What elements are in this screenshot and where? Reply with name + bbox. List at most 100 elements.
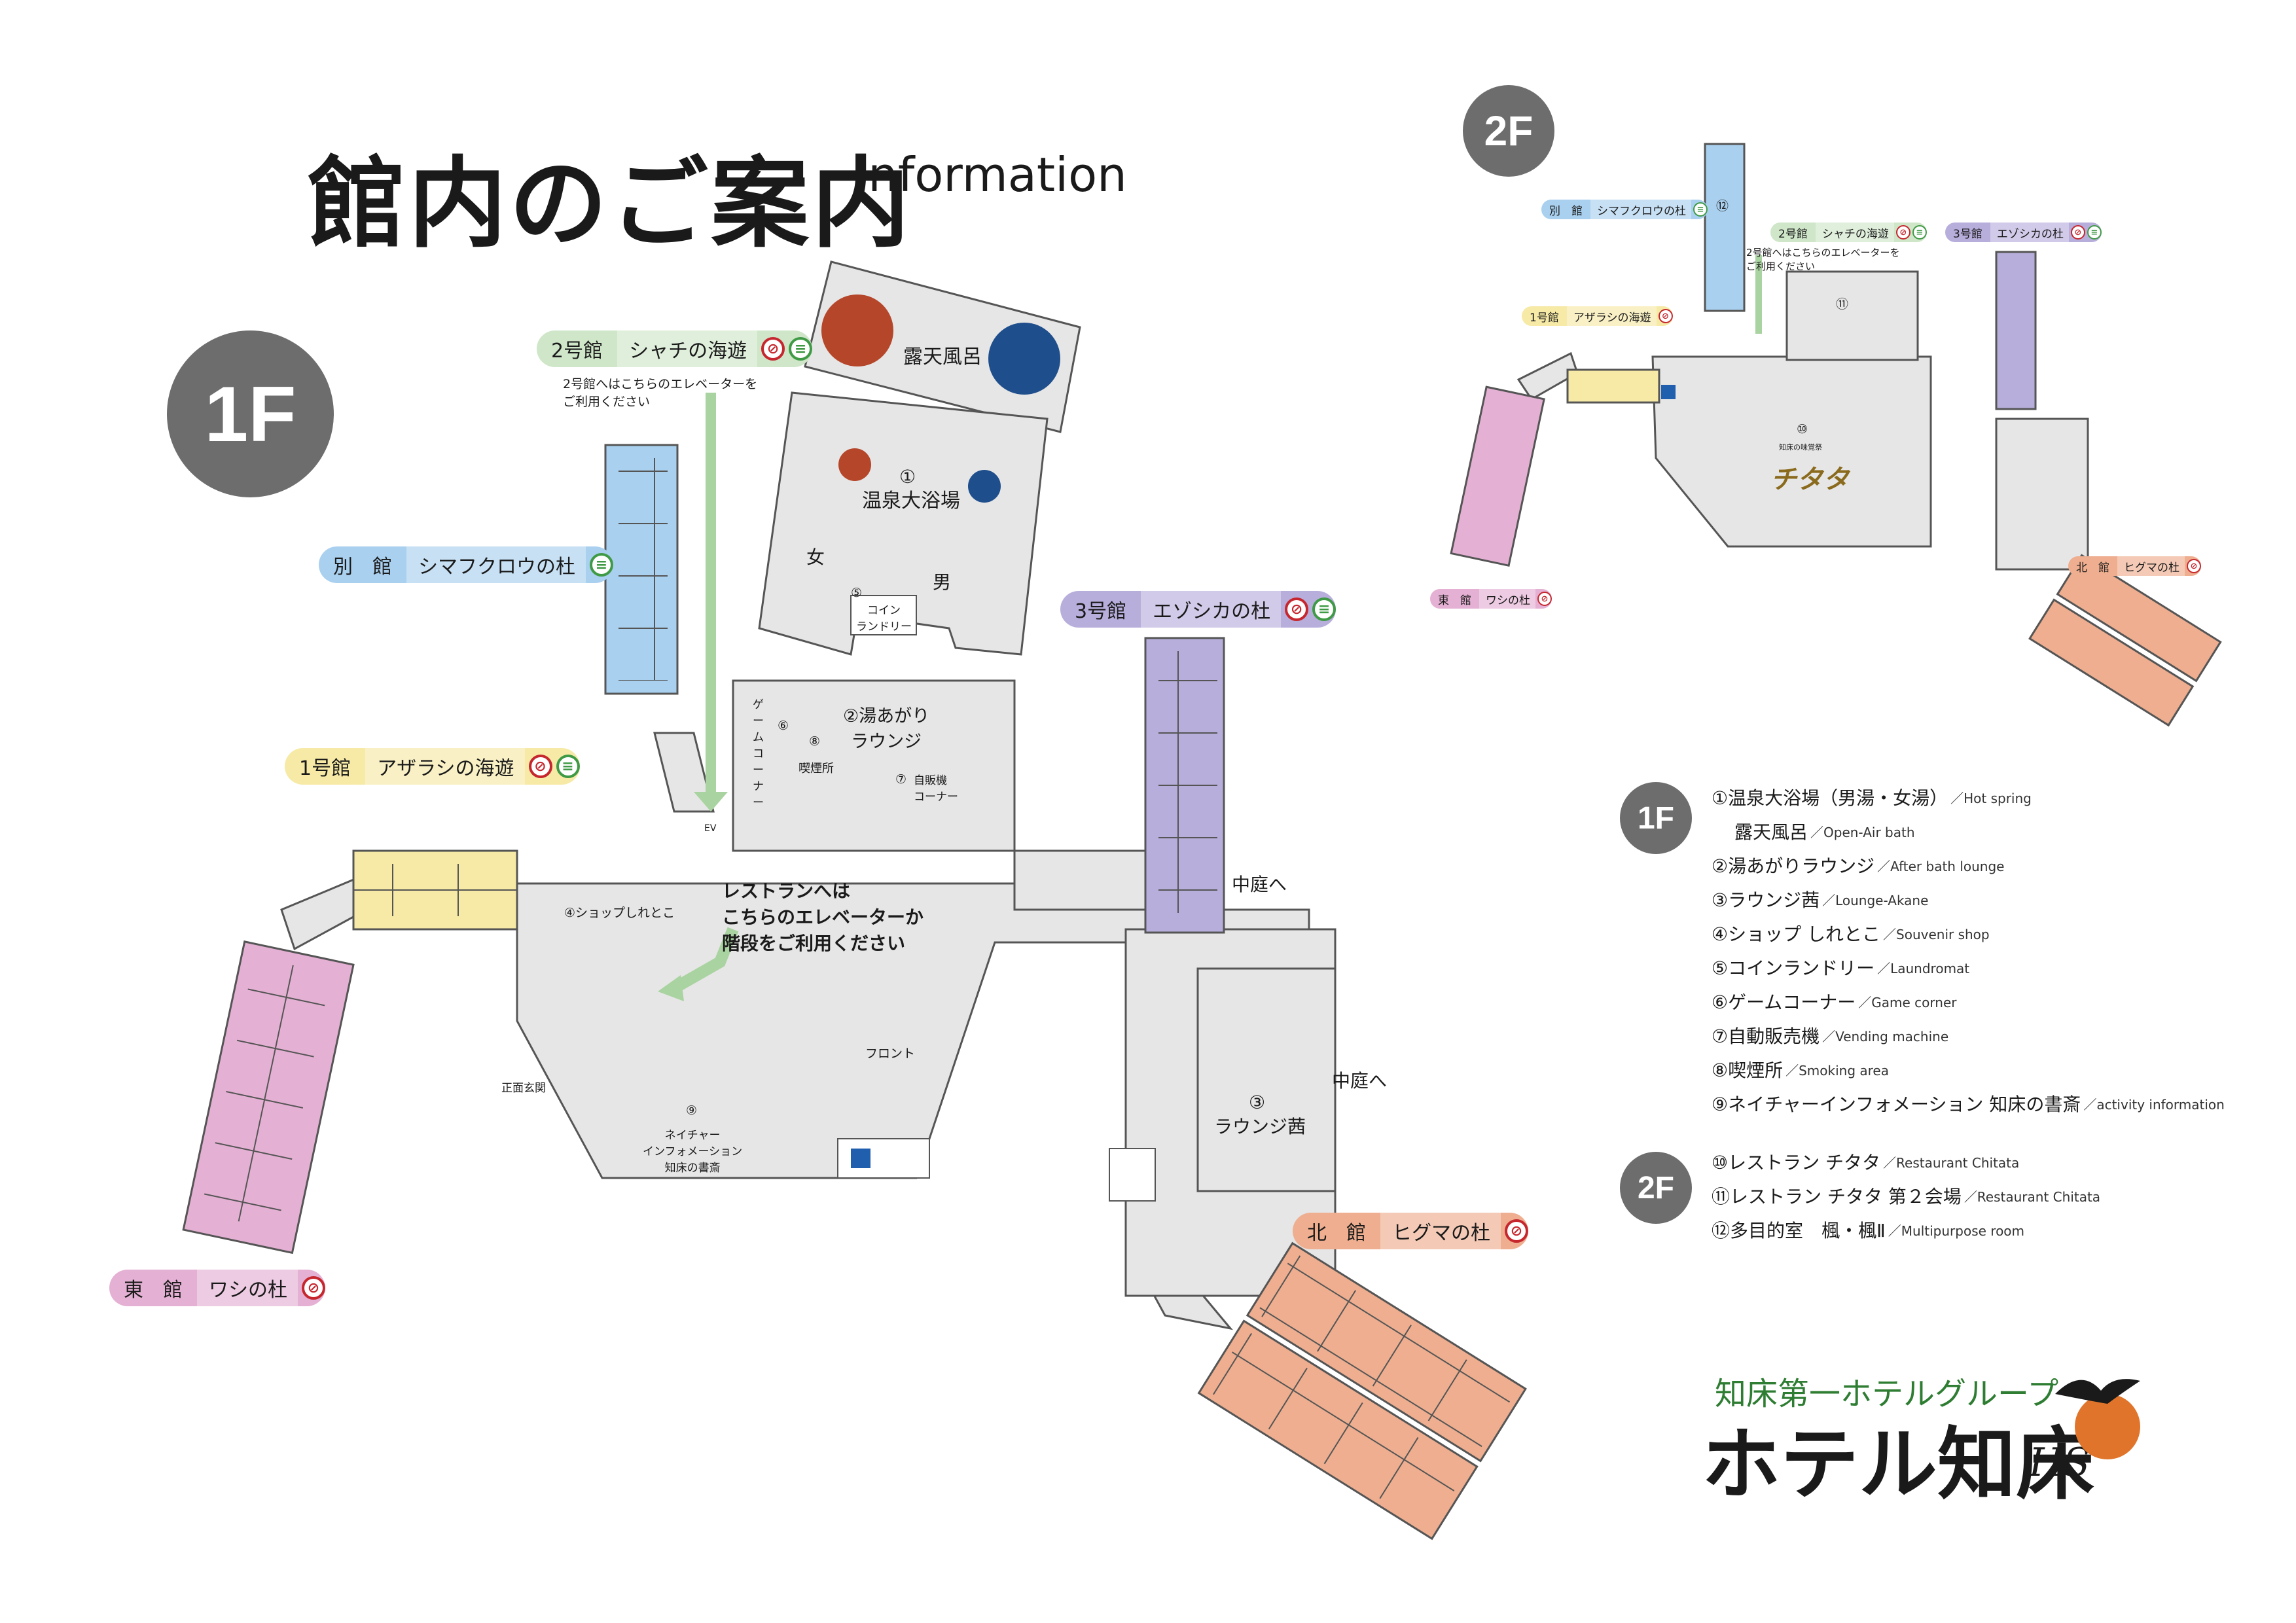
legend-item: ⑩レストラン チタタ／Restaurant Chitata — [1712, 1149, 2019, 1175]
label-game-no: ⑥ — [778, 719, 789, 733]
legend-item: ⑤コインランドリー／Laundromat — [1712, 954, 1969, 980]
toilet-icon — [880, 1149, 900, 1168]
tag-1f-annex: 別 館シマフクロウの杜 ≡ — [319, 546, 613, 583]
label-women: 女 — [806, 546, 825, 568]
floor-area-1f — [280, 679, 1336, 1330]
smoking-icon: ≡ — [2087, 225, 2102, 240]
tag-1f-north: 北 館ヒグマの杜 ⊘ — [1293, 1213, 1528, 1249]
label-smoking: 喫煙所 — [798, 762, 834, 776]
legend-item-en: ／activity information — [2083, 1096, 2225, 1113]
legend-item: 露天風呂／Open-Air bath — [1734, 818, 1915, 844]
label-onsen-no: ① — [899, 466, 916, 488]
legend-item-label: ⑥ゲームコーナー — [1712, 991, 1856, 1013]
legend-item: ③ラウンジ茜／Lounge-Akane — [1712, 886, 1928, 912]
note-elevator-2f: 2号館へはこちらのエレベーターを ご利用ください — [1746, 247, 1900, 272]
note-elevator-1f: 2号館へはこちらのエレベーターを ご利用ください — [563, 377, 758, 409]
no-smoking-icon: ⊘ — [761, 337, 785, 361]
restaurant-guide-arrowhead — [658, 975, 684, 1001]
men-bath-icon — [968, 470, 1001, 503]
floor-badge-1f: 1F — [167, 330, 334, 497]
building-1-rooms — [353, 864, 517, 916]
label-courtyard-1: 中庭へ — [1232, 874, 1287, 895]
tag-2f-east: 東 館ワシの杜 ⊘ — [1430, 589, 1552, 609]
legend-item-label: ⑤コインランドリー — [1712, 957, 1875, 979]
east-building-2f — [1450, 385, 1545, 567]
north-building — [1197, 1241, 1527, 1541]
no-smoking-icon: ⊘ — [1895, 225, 1910, 240]
legend-item: ⑧喫煙所／Smoking area — [1712, 1056, 1889, 1082]
no-smoking-icon: ⊘ — [2070, 225, 2085, 240]
legend-item: ④ショップ しれとこ／Souvenir shop — [1712, 920, 1990, 946]
label-2f-restaurant-logo: チタタ — [1770, 465, 1849, 495]
legend-item-label: ①温泉大浴場（男湯・女湯） — [1712, 787, 1948, 809]
men-bath-emblem — [988, 323, 1060, 395]
legend-item: ⑨ネイチャーインフォメーション 知床の書斎／activity informati… — [1712, 1090, 2225, 1116]
label-laundry-no: ⑤ — [851, 586, 863, 600]
smoking-icon: ≡ — [556, 755, 580, 778]
annex-rooms — [619, 458, 668, 681]
legend-item-en: ／Restaurant Chitata — [1883, 1154, 2020, 1171]
legend-item-en: ／Multipurpose room — [1888, 1222, 2025, 1239]
label-2f-r10: ⑩ — [1797, 422, 1808, 437]
legend-item-en: ／After bath lounge — [1877, 858, 2005, 874]
legend-item-label: ⑦自動販売機 — [1712, 1026, 1820, 1047]
legend-item: ①温泉大浴場（男湯・女湯）／Hot spring — [1712, 784, 2032, 810]
elevator-guide-arrow-2f — [1755, 255, 1762, 334]
no-smoking-icon: ⊘ — [1658, 309, 1673, 323]
legend-item-en: ／Hot spring — [1950, 790, 2032, 806]
label-laundry: コイン ランドリー — [856, 604, 912, 633]
label-entrance: 正面玄関 — [501, 1082, 546, 1095]
tag-2f-north: 北 館ヒグマの杜 ⊘ — [2068, 556, 2201, 576]
legend-item-en: ／Vending machine — [1822, 1028, 1949, 1044]
legend-item: ⑪レストラン チタタ 第２会場／Restaurant Chitata — [1712, 1183, 2100, 1209]
label-onsen: 温泉大浴場 — [862, 490, 960, 512]
tag-1f-bldg1: 1号館アザラシの海遊 ⊘≡ — [285, 748, 580, 785]
page-title: 館内のご案内 — [308, 147, 913, 261]
legend-item-en: ／Souvenir shop — [1883, 926, 1990, 942]
building-3-rooms — [1158, 651, 1217, 913]
no-smoking-icon: ⊘ — [302, 1276, 325, 1300]
legend-item: ⑫多目的室 楓・楓Ⅱ／Multipurpose room — [1712, 1217, 2024, 1243]
no-smoking-icon: ⊘ — [1285, 597, 1309, 621]
legend-badge-2f: 2F — [1620, 1152, 1692, 1224]
label-akane-no: ③ — [1249, 1092, 1266, 1113]
tag-2f-annex: 別 館シマフクロウの杜 ≡ — [1541, 200, 1708, 219]
legend-item-en: ／Laundromat — [1877, 960, 1970, 976]
legend-badge-1f: 1F — [1620, 782, 1692, 854]
label-2f-r11: ⑪ — [1836, 297, 1849, 312]
tag-2f-bldg3: 3号館エゾシカの杜 ⊘≡ — [1945, 223, 2102, 242]
legend-item: ②湯あがりラウンジ／After bath lounge — [1712, 852, 2004, 878]
legend-item-en: ／Open-Air bath — [1810, 824, 1915, 840]
label-lounge-yu: ②湯あがり ラウンジ — [843, 706, 930, 752]
label-2f-restaurant-small: 知床の味覚祭 — [1779, 443, 1822, 452]
floor-badge-2f: 2F — [1463, 85, 1554, 177]
legend-item-label: ⑧喫煙所 — [1712, 1060, 1784, 1081]
legend-item-en: ／Game corner — [1858, 994, 1957, 1010]
legend-item: ⑥ゲームコーナー／Game corner — [1712, 988, 1956, 1014]
note-restaurant: レストランへは こちらのエレベーターか 階段をご利用ください — [722, 880, 924, 954]
label-nature-no: ⑨ — [686, 1103, 698, 1118]
legend-item-en: ／Smoking area — [1785, 1062, 1889, 1079]
legend-item-label: ③ラウンジ茜 — [1712, 889, 1820, 911]
legend-item-en: ／Lounge-Akane — [1822, 892, 1929, 908]
tag-1f-bldg2: 2号館シャチの海遊 ⊘≡ — [537, 330, 813, 367]
label-smoking-no: ⑧ — [809, 734, 821, 749]
building-3-2f — [1995, 251, 2037, 410]
women-bath-emblem — [821, 294, 893, 366]
elevator-guide-arrow — [706, 393, 716, 798]
label-ev: EV — [704, 823, 717, 834]
restaurant-guide-arrow — [671, 927, 739, 993]
no-smoking-icon: ⊘ — [1537, 592, 1552, 606]
tag-1f-east: 東 館ワシの杜 ⊘ — [109, 1270, 325, 1306]
legend-item-label: ⑫多目的室 楓・楓Ⅱ — [1712, 1220, 1886, 1241]
wheelchair-icon — [1661, 385, 1676, 399]
smoking-icon: ≡ — [1693, 202, 1708, 217]
brand-hotel-name: ホテル知床 — [1702, 1418, 2094, 1510]
label-nature: ネイチャー インフォメーション 知床の書斎 — [643, 1129, 743, 1175]
eagle-sun-logo-icon — [2055, 1379, 2140, 1459]
legend-item-label: 露天風呂 — [1734, 821, 1808, 843]
smoking-icon: ≡ — [789, 337, 813, 361]
label-game: ゲ ーム コーナ ー — [753, 698, 764, 810]
